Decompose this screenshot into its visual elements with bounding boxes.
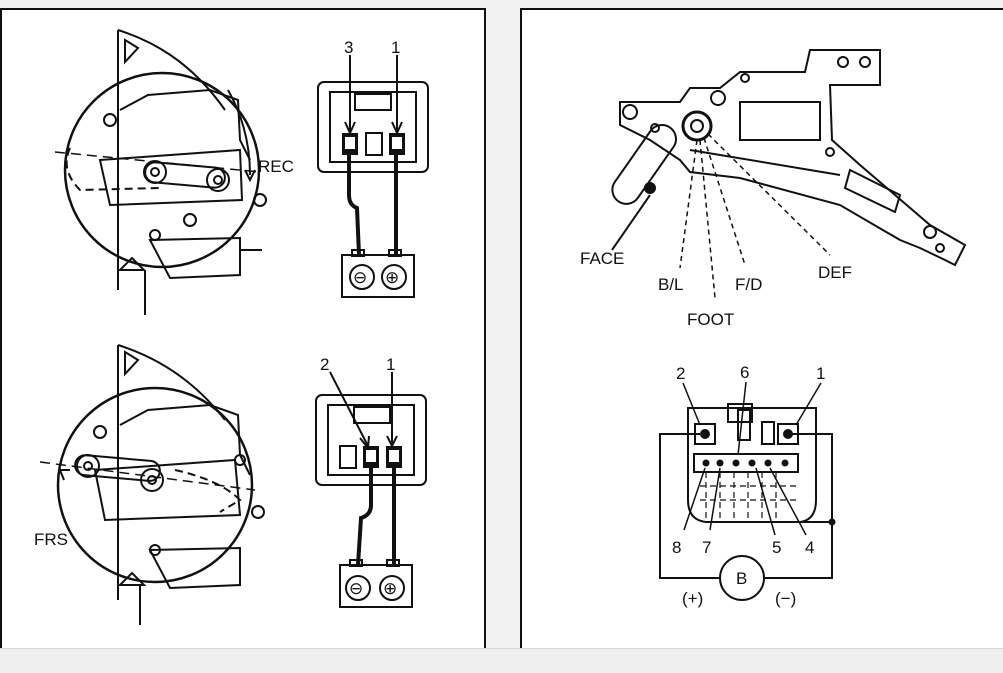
pin-8-label: 8 — [672, 538, 681, 557]
face-label: FACE — [580, 249, 624, 268]
plus-label: (+) — [682, 589, 703, 608]
frs-label: FRS — [34, 530, 68, 549]
frs-neg-symbol: ⊖ — [349, 579, 363, 598]
battery-label: B — [736, 569, 747, 588]
rec-neg-symbol: ⊖ — [353, 268, 367, 287]
right-panel — [520, 8, 1003, 648]
pin-2-label: 2 — [676, 364, 685, 383]
rec-pin-b-label: 1 — [391, 38, 400, 57]
battery-circuit — [659, 433, 836, 601]
bl-label: B/L — [658, 275, 684, 294]
frs-pos-symbol: ⊕ — [383, 579, 397, 598]
pin-6-label: 6 — [740, 363, 749, 382]
mode-connector-pins — [702, 459, 789, 467]
frs-pin-b-label: 1 — [386, 355, 395, 374]
footer-bar — [0, 648, 1003, 673]
mode-linkage-drawing — [611, 49, 967, 267]
rec-pos-symbol: ⊕ — [385, 268, 399, 287]
rec-actuator-drawing — [54, 29, 267, 315]
frs-actuator-drawing — [39, 344, 265, 625]
pin-4-label: 4 — [805, 538, 814, 557]
mode-leader-lines — [611, 133, 831, 299]
frs-pin-a-label: 2 — [320, 355, 329, 374]
minus-label: (−) — [775, 589, 796, 608]
frs-connector — [315, 371, 427, 608]
rec-connector — [317, 55, 429, 298]
rec-label: REC — [258, 157, 294, 176]
def-label: DEF — [818, 263, 852, 282]
foot-label: FOOT — [687, 310, 734, 329]
pin-7-label: 7 — [702, 538, 711, 557]
pin-1-label: 1 — [816, 364, 825, 383]
fd-label: F/D — [735, 275, 762, 294]
mode-pin-leaders — [682, 381, 822, 536]
rec-pin-a-label: 3 — [344, 38, 353, 57]
pin-5-label: 5 — [772, 538, 781, 557]
